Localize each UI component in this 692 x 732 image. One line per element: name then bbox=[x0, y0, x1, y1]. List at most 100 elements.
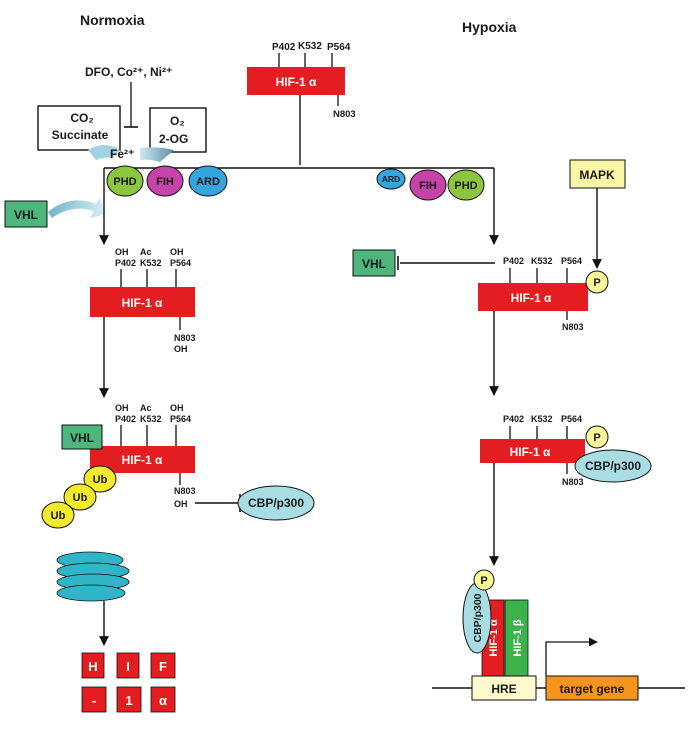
fragment-6 bbox=[150, 686, 176, 713]
hif1a-block-top bbox=[247, 67, 345, 95]
ard-enzyme-left bbox=[188, 165, 228, 197]
products-box: CO₂ Succinate bbox=[37, 105, 121, 151]
cbp-p300-bound bbox=[574, 449, 652, 483]
active-hif1a-group: P402 K532 P564 HIF-1 α P CBP/p300 N803 bbox=[480, 414, 652, 487]
site-p402-right3: P402 bbox=[503, 414, 524, 424]
fih-enzyme-right bbox=[409, 169, 447, 201]
hif1b-vertical-label: HIF-1 β bbox=[512, 619, 524, 657]
ubiquitinated-hif1a-group: OH Ac OH P402 K532 P564 HIF-1 α VHL N803… bbox=[41, 403, 315, 529]
vhl-recruit-arrow bbox=[48, 198, 106, 218]
hif1a-label-left2: HIF-1 α bbox=[122, 296, 163, 310]
phospho-p-right2 bbox=[585, 270, 609, 294]
site-n803-right2: N803 bbox=[562, 322, 584, 332]
reaction-arrow-right bbox=[140, 147, 174, 162]
ub-label-3: Ub bbox=[51, 510, 66, 522]
ubiquitin-1 bbox=[83, 465, 117, 493]
succinate-label: Succinate bbox=[52, 128, 109, 142]
hre-box bbox=[471, 675, 537, 701]
site-p402-left3: P402 bbox=[115, 414, 136, 424]
phd-label-right: PHD bbox=[454, 180, 477, 192]
phospho-p-complex bbox=[473, 569, 495, 591]
oh-p402-left3: OH bbox=[115, 403, 129, 413]
fih-enzyme-left bbox=[146, 165, 184, 197]
fragment-4 bbox=[81, 686, 107, 713]
site-p564-right2: P564 bbox=[561, 256, 582, 266]
ard-enzyme-right bbox=[376, 168, 406, 190]
fih-label-left: FIH bbox=[156, 176, 174, 188]
site-k532-label: K532 bbox=[298, 41, 322, 52]
phospho-label-complex: P bbox=[480, 575, 487, 587]
phospho-p-right3 bbox=[585, 425, 609, 449]
vhl-label-bound: VHL bbox=[70, 431, 94, 445]
transcription-complex: HIF-1 α HIF-1 β CBP/p300 P HRE target ge… bbox=[432, 569, 685, 701]
ubiquitin-2 bbox=[63, 483, 97, 511]
vhl-label-top-left: VHL bbox=[14, 208, 38, 222]
mapk-box bbox=[569, 159, 626, 189]
cbp-label-inhibited: CBP/p300 bbox=[248, 496, 304, 510]
site-k532-left3: K532 bbox=[140, 414, 162, 424]
vhl-box-bound bbox=[61, 424, 103, 450]
hre-label: HRE bbox=[491, 682, 516, 696]
ac-k532-mod: Ac bbox=[140, 247, 152, 257]
fragment-3-label: F bbox=[159, 659, 167, 674]
fragment-4-label: - bbox=[92, 693, 96, 708]
ub-label-2: Ub bbox=[73, 492, 88, 504]
cbp-vertical-label: CBP/p300 bbox=[472, 593, 484, 642]
substrates-box: O₂ 2-OG bbox=[149, 107, 207, 153]
ubiquitin-3 bbox=[41, 501, 75, 529]
fragment-5-label: 1 bbox=[125, 693, 132, 708]
co2-label: CO₂ bbox=[70, 111, 93, 125]
normoxia-title: Normoxia bbox=[80, 12, 145, 28]
ard-label-left: ARD bbox=[196, 176, 220, 188]
vhl-box-top-left bbox=[4, 200, 48, 228]
cbp-p300-inhibited bbox=[237, 485, 315, 521]
inhibitors-label: DFO, Co²⁺, Ni²⁺ bbox=[85, 65, 172, 79]
site-k532-right2: K532 bbox=[531, 256, 553, 266]
fragment-5 bbox=[116, 686, 142, 713]
site-p564-left2: P564 bbox=[170, 258, 191, 268]
vhl-label-inhibited: VHL bbox=[362, 257, 386, 271]
fragment-1-label: H bbox=[88, 659, 97, 674]
fragment-3 bbox=[150, 652, 176, 679]
site-p402-left2: P402 bbox=[115, 258, 136, 268]
phd-label-left: PHD bbox=[113, 176, 136, 188]
phd-enzyme-right bbox=[447, 169, 485, 201]
2og-label: 2-OG bbox=[159, 132, 188, 146]
hif1a-vertical-label: HIF-1 α bbox=[488, 619, 500, 657]
site-k532-right3: K532 bbox=[531, 414, 553, 424]
fih-label-right: FIH bbox=[419, 180, 437, 192]
site-n803-right3: N803 bbox=[562, 477, 584, 487]
ard-label-right: ARD bbox=[382, 174, 400, 184]
hypoxic-hif1a-group: P402 K532 P564 HIF-1 α P N803 bbox=[478, 256, 609, 332]
hif1a-block-right3 bbox=[480, 439, 585, 463]
vhl-box-inhibited bbox=[352, 249, 396, 277]
o2-label: O₂ bbox=[170, 114, 185, 128]
phd-enzyme-left bbox=[106, 165, 144, 197]
oh-p564-mod: OH bbox=[170, 247, 184, 257]
site-p564-right3: P564 bbox=[561, 414, 582, 424]
target-gene-label: target gene bbox=[560, 682, 625, 696]
hif1a-label-top: HIF-1 α bbox=[276, 75, 317, 89]
ub-label-1: Ub bbox=[93, 474, 108, 486]
proteasome bbox=[56, 551, 130, 602]
site-p564-label: P564 bbox=[327, 42, 351, 53]
site-n803-left2: N803 bbox=[174, 333, 196, 343]
hif1a-block-left2 bbox=[90, 287, 195, 317]
fragment-1 bbox=[81, 652, 105, 679]
fragment-2-label: I bbox=[126, 659, 130, 674]
target-gene-box bbox=[545, 675, 639, 701]
fragment-6-label: α bbox=[159, 693, 167, 708]
reaction-arrow-left bbox=[88, 145, 120, 160]
hif1a-label-left3: HIF-1 α bbox=[122, 453, 163, 467]
phospho-label-right2: P bbox=[593, 277, 600, 289]
fragment-2 bbox=[116, 652, 140, 679]
oh-p564-left3: OH bbox=[170, 403, 184, 413]
oh-n803-mod: OH bbox=[174, 344, 188, 354]
site-n803-label: N803 bbox=[333, 109, 356, 120]
oh-n803-left3: OH bbox=[174, 499, 188, 509]
mapk-label: MAPK bbox=[579, 168, 615, 182]
ac-k532-left3: Ac bbox=[140, 403, 152, 413]
degraded-fragments: H I F - 1 α bbox=[81, 652, 176, 713]
site-k532-left2: K532 bbox=[140, 258, 162, 268]
